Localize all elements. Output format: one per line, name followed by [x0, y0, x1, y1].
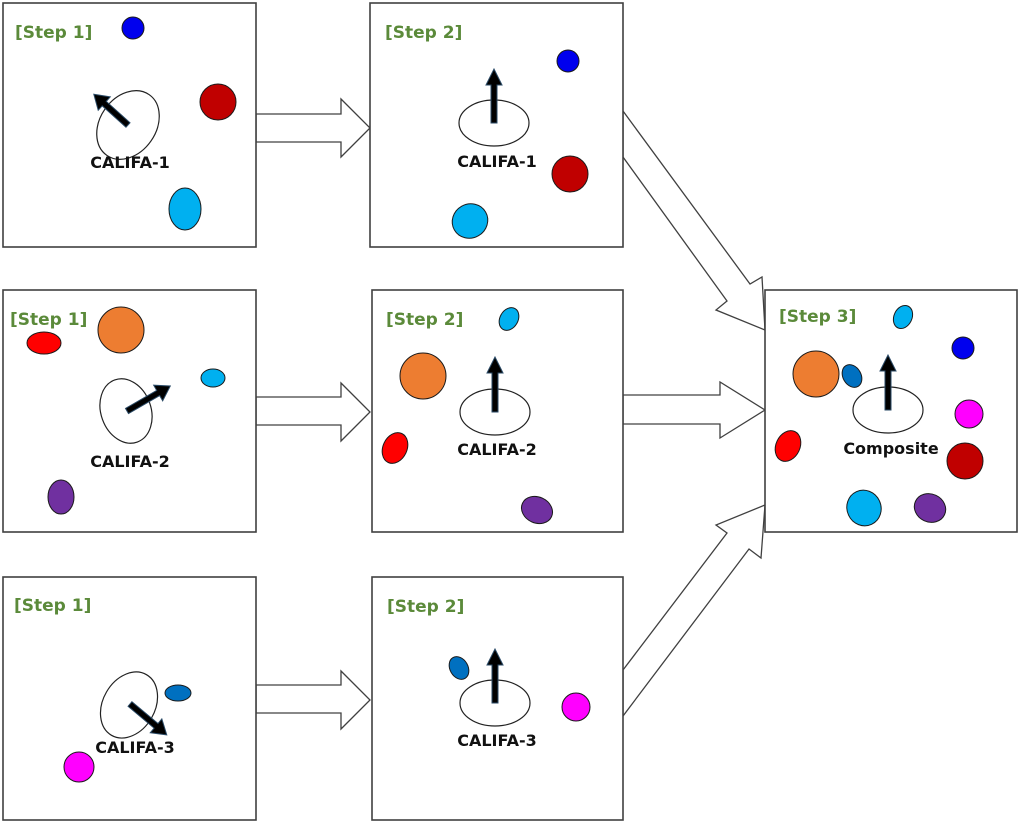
position-angle-arrow-icon [485, 67, 503, 124]
position-angle-arrow-icon [124, 384, 172, 415]
neighbor-galaxy-red [26, 331, 62, 355]
neighbor-galaxy-light-blue [892, 304, 914, 330]
neighbor-galaxy-mid-blue [841, 364, 863, 388]
neighbor-galaxy-light-blue [498, 307, 520, 331]
galaxy-label: CALIFA-2 [457, 440, 537, 459]
neighbor-galaxy-red [774, 430, 802, 462]
panel-califa2-step1: [Step 1] CALIFA-2 [2, 289, 257, 533]
panel-califa3-step2: [Step 2] CALIFA-3 [371, 576, 624, 821]
neighbor-galaxy-light-blue-2 [846, 489, 882, 527]
neighbor-galaxy-light-blue [168, 187, 202, 231]
flow-arrow-califa2-to-composite [622, 380, 767, 440]
flow-arrow-califa2-step1-to-step2 [255, 381, 371, 443]
neighbor-galaxy-magenta [954, 399, 984, 429]
galaxy-label: CALIFA-3 [457, 731, 537, 750]
position-angle-arrow-icon [879, 353, 897, 411]
panel-califa1-step2: [Step 2] CALIFA-1 [369, 2, 624, 248]
neighbor-galaxy-orange [97, 306, 145, 354]
flow-arrow-califa3-step1-to-step2 [255, 669, 371, 731]
galaxy-label: CALIFA-1 [457, 152, 537, 171]
neighbor-galaxy-blue [951, 336, 975, 360]
neighbor-galaxy-purple [47, 479, 75, 515]
neighbor-galaxy-magenta [561, 692, 591, 722]
flow-arrow-califa1-step1-to-step2 [255, 97, 371, 159]
galaxy-label: CALIFA-3 [95, 738, 175, 757]
flow-arrow-califa3-to-composite [622, 504, 766, 718]
galaxy-label: CALIFA-1 [90, 153, 170, 172]
panel-frame [2, 576, 257, 821]
step-label: [Step 2] [385, 23, 462, 43]
neighbor-galaxy-red [381, 432, 409, 464]
position-angle-arrow-icon [486, 355, 504, 413]
neighbor-galaxy-blue [121, 16, 145, 40]
neighbor-galaxy-mid-blue [448, 656, 470, 680]
flow-arrow-califa1-to-composite [622, 109, 766, 331]
step-label: [Step 1] [14, 596, 91, 616]
panel-califa3-step1: [Step 1] CALIFA-3 [2, 576, 257, 821]
panel-frame [369, 2, 624, 248]
neighbor-galaxy-light-blue [200, 368, 226, 388]
position-angle-arrow-icon [93, 93, 131, 128]
neighbor-galaxy-purple [520, 495, 554, 525]
step-label: [Step 1] [10, 310, 87, 330]
neighbor-galaxy-dark-red [946, 442, 984, 480]
position-angle-arrow-icon [486, 647, 504, 704]
host-galaxy-ellipse [99, 378, 153, 444]
panel-frame [2, 2, 257, 248]
panel-califa2-step2: [Step 2] CALIFA-2 [371, 289, 624, 533]
step-label: [Step 1] [15, 23, 92, 43]
step-label: [Step 2] [387, 597, 464, 617]
panel-califa1-step1: [Step 1] CALIFA-1 [2, 2, 257, 248]
neighbor-galaxy-dark-red [551, 155, 589, 193]
position-angle-arrow-icon [127, 700, 168, 736]
neighbor-galaxy-purple [913, 493, 947, 523]
neighbor-galaxy-orange [792, 350, 840, 398]
neighbor-galaxy-mid-blue [164, 684, 192, 702]
neighbor-galaxy-dark-red [199, 83, 237, 121]
neighbor-galaxy-magenta [63, 751, 95, 783]
neighbor-galaxy-blue [556, 49, 580, 73]
neighbor-galaxy-orange [399, 352, 447, 400]
galaxy-label: Composite [843, 439, 939, 458]
step-label: [Step 3] [779, 307, 856, 327]
neighbor-galaxy-light-blue [451, 203, 489, 239]
panel-composite-step3: [Step 3] Composite [764, 289, 1018, 533]
step-label: [Step 2] [386, 310, 463, 330]
galaxy-label: CALIFA-2 [90, 452, 170, 471]
